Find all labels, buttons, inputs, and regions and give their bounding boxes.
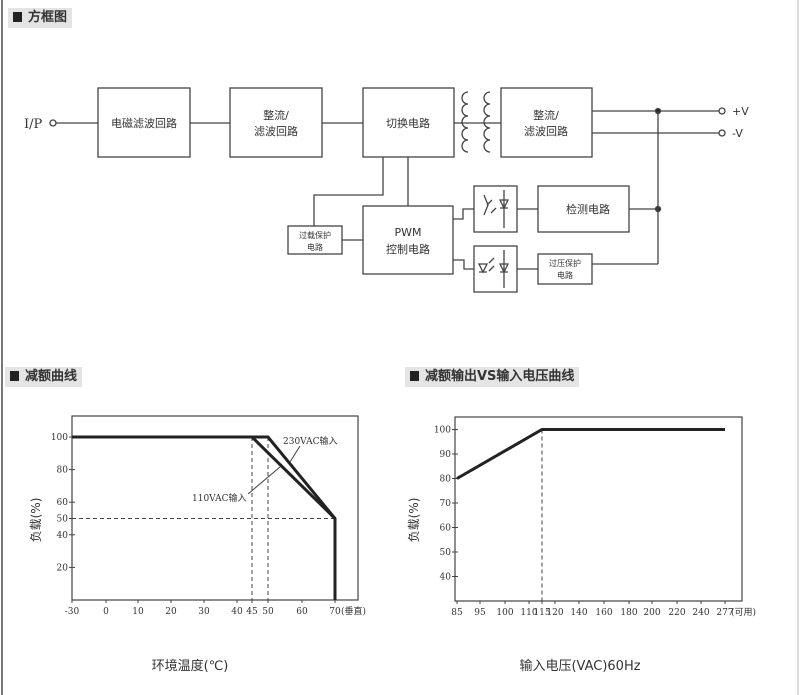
x-tick-label: 110 <box>520 608 537 618</box>
x-tick-label: 277 <box>716 608 733 618</box>
y-tick-label: 80 <box>57 466 69 476</box>
series-line <box>456 428 725 480</box>
ovp-label-2: 电路 <box>557 270 573 280</box>
y-axis-label: 负载(%) <box>407 498 421 543</box>
section-title: 减额输出VS输入电压曲线 <box>425 369 575 384</box>
section-header-derating-vs-input: 减额输出VS输入电压曲线 <box>405 367 580 387</box>
y-tick-label: 80 <box>440 475 452 485</box>
x-tick-label: 140 <box>570 608 587 618</box>
pwm-label-2: 控制电路 <box>386 242 430 256</box>
x-tick-label: 95 <box>474 608 486 618</box>
y-axis-label: 负载(%) <box>29 498 43 543</box>
output-pos-label: +V <box>732 105 749 118</box>
olp-label-1: 过载保护 <box>299 230 331 240</box>
output-terminal-pos <box>718 107 726 115</box>
rectifier-filter-block-1 <box>229 87 323 158</box>
x-tick-label: 85 <box>451 608 463 618</box>
x-tick-label: 50 <box>262 607 274 617</box>
plot-frame <box>454 416 743 602</box>
x-tick-label: 120 <box>546 608 563 618</box>
x-tick-label: 40 <box>231 607 243 617</box>
x-tick-label: 10 <box>132 607 144 617</box>
x-tick-label: 100 <box>496 608 513 618</box>
input-label: I/P <box>24 117 43 132</box>
x-tick-label: 160 <box>595 608 612 618</box>
x-tick-label: 0 <box>103 607 109 617</box>
x-tick-label: 200 <box>643 608 660 618</box>
detection-label: 检测电路 <box>566 202 610 216</box>
x-tick-label: 60 <box>296 607 308 617</box>
y-tick-label: 50 <box>440 548 452 558</box>
x-unit-note: (可用) <box>731 607 756 618</box>
y-tick-label: 100 <box>434 426 451 436</box>
rectifier-filter-block-2 <box>500 87 593 158</box>
y-tick-label: 50 <box>57 515 69 525</box>
emi-filter-label: 电磁滤波回路 <box>111 117 177 130</box>
ovp-label-1: 过压保护 <box>549 258 581 268</box>
series-line <box>72 435 337 600</box>
x-tick-label: 70 <box>329 607 341 617</box>
section-header-derating: 减额曲线 <box>5 367 83 387</box>
block-diagram: I/P 电磁滤波回路 整流/ 滤波回路 切换电路 整流/ 滤波回路 +V -V … <box>24 87 749 293</box>
y-tick-label: 60 <box>57 498 69 508</box>
x-tick-label: 20 <box>165 607 177 617</box>
section-header-block-diagram: 方框图 <box>8 8 73 28</box>
x-axis-label: 环境温度(℃) <box>152 658 229 674</box>
y-tick-label: 70 <box>440 499 452 509</box>
series-label-230vac: 230VAC输入 <box>283 435 337 447</box>
olp-label-2: 电路 <box>307 242 323 252</box>
x-tick-label: 180 <box>620 608 637 618</box>
y-tick-label: 100 <box>51 433 68 443</box>
rectifier2-label-1: 整流/ <box>533 108 559 122</box>
rectifier1-label-1: 整流/ <box>263 108 289 122</box>
y-tick-label: 90 <box>440 450 452 460</box>
y-tick-label: 60 <box>440 524 452 534</box>
square-bullet-icon <box>410 371 419 381</box>
x-tick-label: 115 <box>533 608 550 618</box>
pwm-label-1: PWM <box>394 226 421 239</box>
y-tick-label: 40 <box>440 573 452 583</box>
square-bullet-icon <box>13 12 22 22</box>
x-axis-label: 输入电压(VAC)60Hz <box>519 658 640 674</box>
section-title: 方框图 <box>28 10 68 25</box>
x-tick-label: -30 <box>65 607 80 617</box>
plot-frame <box>71 415 359 601</box>
output-terminal-neg <box>718 129 726 137</box>
series-label-110vac: 110VAC输入 <box>192 492 246 504</box>
section-title: 减额曲线 <box>25 369 78 384</box>
x-tick-label: 45 <box>246 607 258 617</box>
transformer-icon <box>454 91 501 153</box>
optocoupler-icon <box>473 245 518 293</box>
input-terminal <box>49 119 57 127</box>
y-tick-label: 20 <box>57 563 69 573</box>
annotation-pointer <box>289 445 301 463</box>
series-line <box>72 435 337 520</box>
output-neg-label: -V <box>732 127 743 140</box>
switching-label: 切换电路 <box>386 116 430 130</box>
x-tick-label: 240 <box>692 608 709 618</box>
pwm-control-block <box>362 205 454 275</box>
x-tick-label: 30 <box>198 607 210 617</box>
x-unit-note: (垂直) <box>341 605 366 617</box>
y-tick-label: 40 <box>57 531 69 541</box>
rectifier1-label-2: 滤波回路 <box>254 125 298 138</box>
square-bullet-icon <box>10 371 19 381</box>
x-tick-label: 220 <box>668 608 685 618</box>
annotation-pointer <box>247 466 281 495</box>
rectifier2-label-2: 滤波回路 <box>524 125 568 138</box>
